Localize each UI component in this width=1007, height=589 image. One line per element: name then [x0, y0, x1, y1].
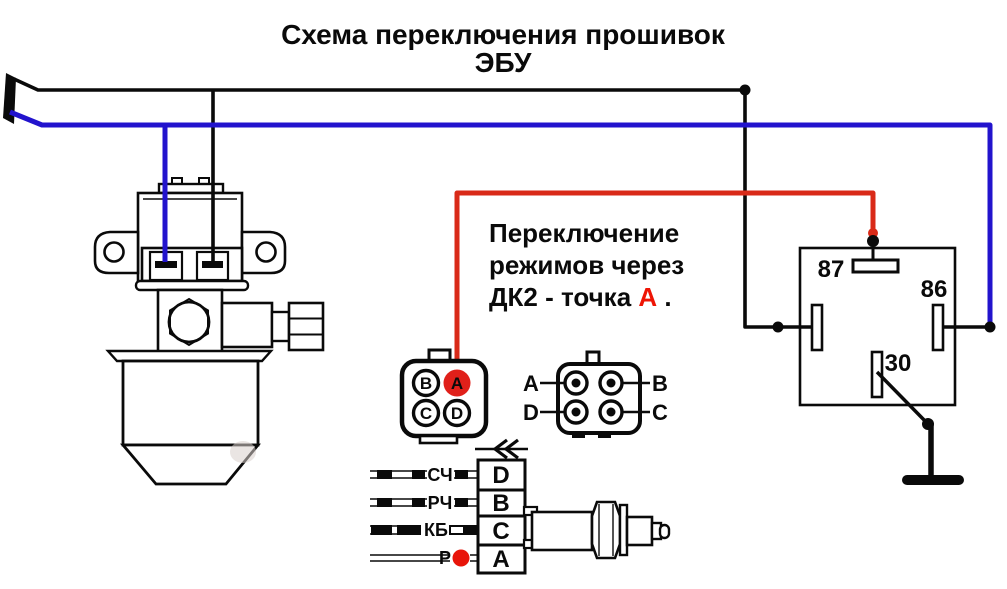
block-d-label: D	[492, 462, 509, 489]
wire-label-sch: СЧ	[427, 465, 452, 485]
block-c-label: C	[492, 518, 509, 545]
title-line2: ЭБУ	[475, 47, 532, 78]
black-wire	[13, 77, 990, 329]
dk2-pin-b	[411, 368, 441, 398]
valve-terminal-right	[202, 261, 223, 268]
dk2-pin-d-label: D	[451, 404, 463, 423]
wire-kb: КБ	[370, 520, 478, 540]
junction-dot-relay-right	[984, 321, 996, 333]
title-line1: Схема переключения прошивок	[281, 19, 726, 50]
point-a-red-dot	[452, 549, 470, 567]
block-b	[476, 488, 527, 518]
relay-87-junction-dot	[867, 235, 879, 247]
wire-label-rch: РЧ	[428, 493, 453, 513]
relay-pin-30-label: 30	[885, 350, 912, 377]
connector-dk2: B A C D	[399, 348, 489, 445]
pinout-label-b: B	[652, 371, 668, 396]
diagram-title: Схема переключения прошивок ЭБУ	[281, 19, 726, 78]
valve-side-fitting	[220, 301, 274, 349]
valve-left-mount-hole	[103, 241, 125, 263]
valve-terminal-left	[155, 261, 177, 268]
junction-dot-top	[739, 84, 751, 96]
red-wire	[454, 190, 876, 375]
lambda-sensor-body	[530, 510, 594, 552]
relay-right-terminal	[931, 303, 945, 352]
note-line1: Переключение	[489, 218, 679, 248]
pinout-socket-b	[606, 378, 616, 388]
relay: 87 86 30	[810, 228, 964, 485]
pinout-socket-a	[571, 378, 581, 388]
pinout-socket-c	[606, 407, 616, 417]
pinout-socket-d	[571, 407, 581, 417]
connector-dk2-housing	[399, 358, 489, 439]
dk2-pin-c-label: C	[420, 404, 432, 423]
relay-pin-86-label: 86	[921, 276, 948, 303]
ground-icon	[902, 424, 964, 485]
valve-hex-nut	[169, 297, 209, 347]
valve-right-mount-hole	[255, 241, 277, 263]
relay-left-terminal	[810, 303, 824, 352]
dk2-pin-a-label: A	[451, 374, 463, 393]
connector-pinout: A B D C	[523, 350, 668, 438]
pinout-label-d: D	[523, 400, 539, 425]
arrow-left-icon	[475, 438, 528, 460]
relay-contact-plate-87	[851, 258, 900, 274]
block-b-label: B	[492, 490, 509, 517]
wire-sch: СЧ	[370, 465, 478, 485]
pinout-label-a: A	[523, 371, 539, 396]
wire-label-r: Р	[439, 548, 451, 568]
wire-r: Р	[370, 548, 478, 568]
junction-dot-relay-left	[772, 321, 784, 333]
wire-rch: РЧ	[370, 493, 478, 513]
note-text: Переключение режимов через ДК2 - точка А…	[489, 218, 684, 312]
sensor-pin-blocks: D B C A	[476, 458, 527, 575]
note-point-a-highlight: А	[638, 282, 657, 312]
note-line2: режимов через	[489, 250, 684, 280]
relay-terminal-30	[870, 350, 884, 399]
lambda-sensor-hex	[590, 500, 622, 560]
wiring	[3, 73, 993, 375]
dk2-pin-a-highlighted	[443, 369, 471, 397]
dk2-pin-b-label: B	[420, 374, 432, 393]
relay-switch-arm	[875, 370, 930, 426]
dk2-pin-c	[411, 398, 441, 428]
block-a	[476, 543, 527, 575]
valve-canister	[121, 359, 260, 447]
red-wire-end-dot	[868, 228, 878, 238]
block-a-label: A	[492, 546, 509, 573]
lambda-sensor	[522, 500, 671, 560]
valve-cone-bottom	[119, 443, 261, 486]
dk2-pin-d	[442, 398, 472, 428]
blue-wire	[9, 109, 993, 324]
solenoid-valve	[93, 177, 325, 486]
oxygen-sensor-harness: СЧ РЧ КБ Р	[370, 438, 671, 575]
pinout-label-c: C	[652, 400, 668, 425]
lambda-sensor-tip	[658, 523, 671, 540]
relay-pin-87-label: 87	[818, 256, 845, 283]
wire-label-kb: КБ	[424, 520, 448, 540]
note-line3: ДК2 - точка А .	[489, 282, 672, 312]
